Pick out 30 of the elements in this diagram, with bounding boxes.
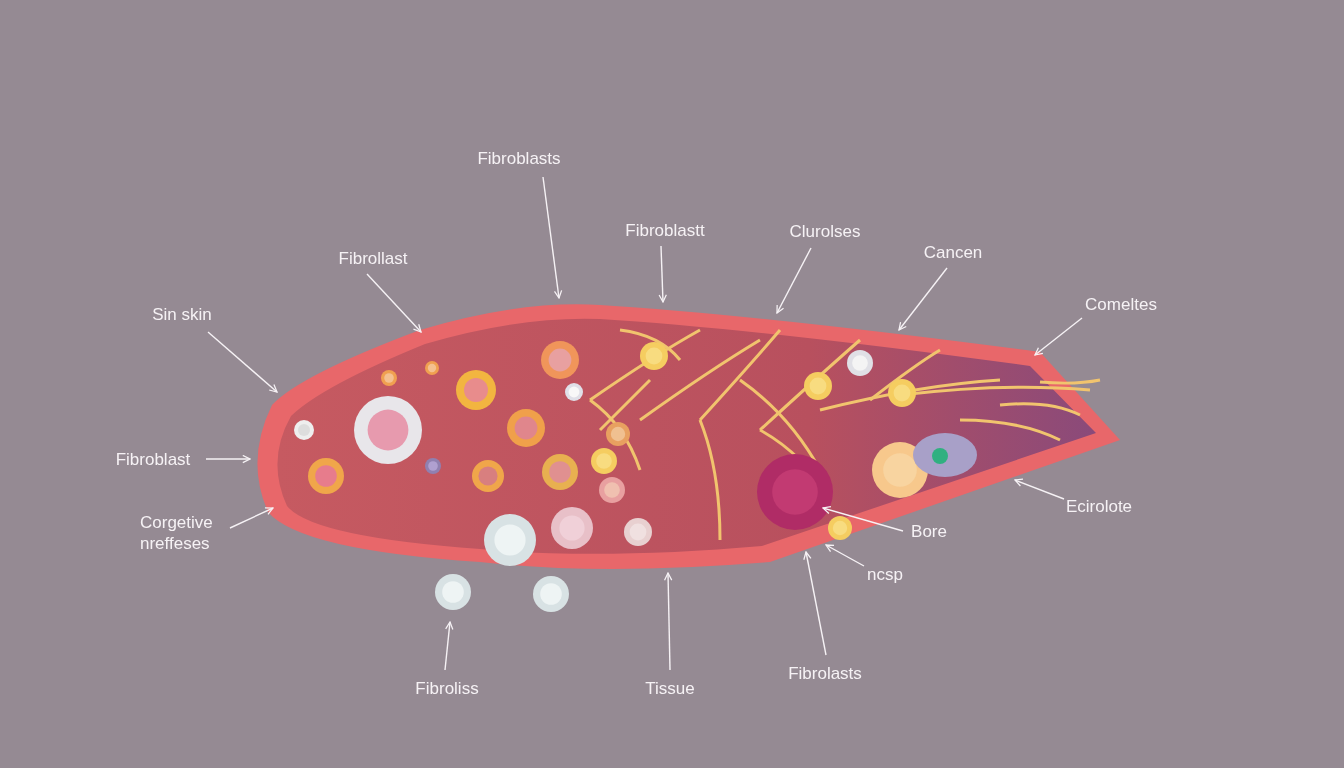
callout-label: ncsp [867,563,903,585]
leader-line [898,267,948,331]
leader-line [229,507,274,529]
leader-line [822,505,904,532]
callout-label: Clurolses [789,220,861,242]
leader-line [205,454,251,464]
leader-line [825,544,865,567]
leader-line [803,551,827,656]
callout-label: Bore [911,520,947,542]
callout-label: Fibroblastt [625,219,705,241]
leader-line [542,176,563,299]
callout-label: Cancen [923,241,983,263]
leader-line [1014,478,1065,500]
leader-line [776,247,812,314]
leader-line [658,245,667,303]
callout-label: Corgetive nreffeses [140,512,240,554]
callout-label: Fibrolasts [788,662,862,684]
leader-line [663,572,673,671]
leader-line [444,621,454,671]
callout-label: Fibroliss [415,677,479,699]
callout-label: Fibrollast [338,247,408,269]
callout-label: Fibroblasts [477,147,561,169]
leader-line [1034,317,1083,356]
callout-label: Ecirolote [1065,495,1133,517]
callout-label: Sin skin [152,303,212,325]
callout-label: Tissue [645,677,695,699]
callout-label: Comeltes [1085,293,1157,315]
leader-line [366,273,422,333]
leader-line [207,331,278,393]
callout-label: Fibroblast [115,448,191,470]
